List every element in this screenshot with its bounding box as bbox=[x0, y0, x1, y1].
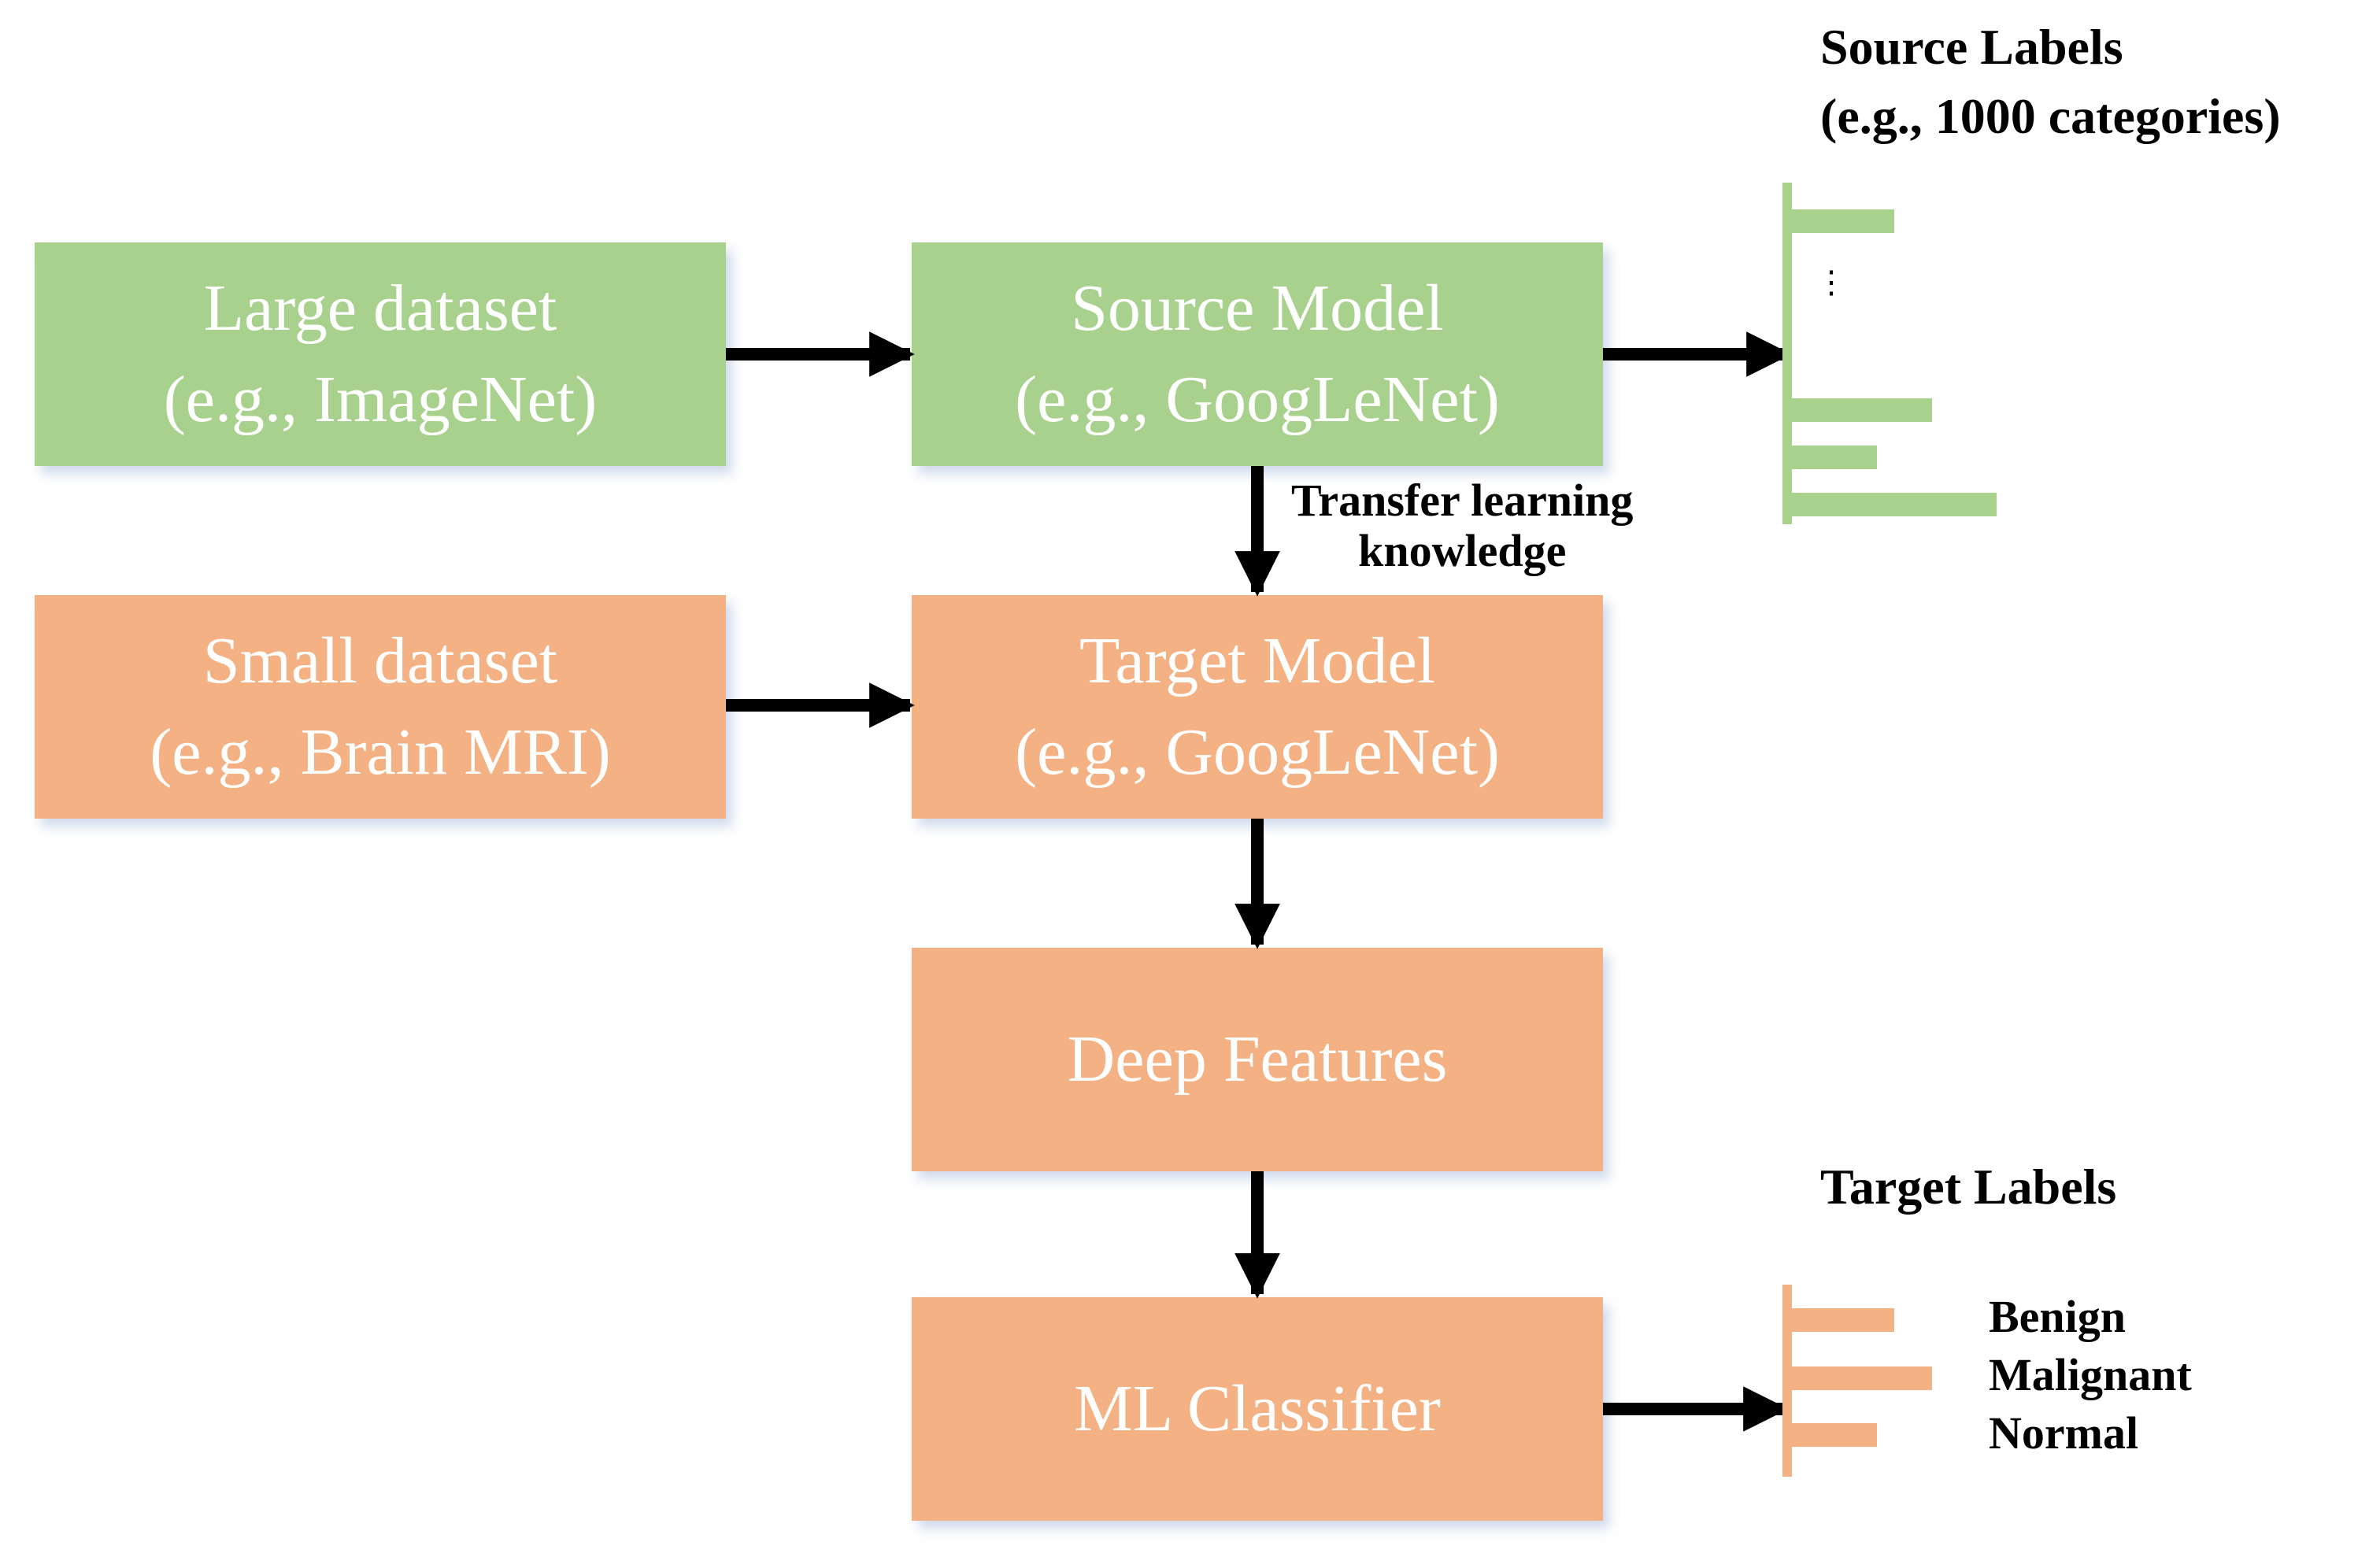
class-benign: Benign bbox=[1989, 1291, 2127, 1342]
small-dataset-example: (e.g., Brain MRI) bbox=[150, 716, 611, 789]
transfer-label-line2: knowledge bbox=[1358, 524, 1567, 576]
source-labels-heading: Source Labels (e.g., 1000 categories) bbox=[1820, 13, 2281, 152]
source-model-title: Source Model bbox=[1071, 272, 1444, 346]
source-labels-ellipsis: ⋮ bbox=[1816, 267, 1847, 298]
transfer-learning-label: Transfer learning knowledge bbox=[1291, 475, 1633, 576]
deep-features-title: Deep Features bbox=[1067, 1023, 1448, 1096]
source-bar-2 bbox=[1787, 398, 1932, 422]
target-model-box: Target Model (e.g., GoogLeNet) bbox=[912, 595, 1603, 819]
source-labels-subtitle: (e.g., 1000 categories) bbox=[1820, 88, 2281, 145]
small-dataset-box: Small dataset (e.g., Brain MRI) bbox=[35, 595, 726, 819]
deep-features-box: Deep Features bbox=[912, 948, 1603, 1171]
large-dataset-box: Large dataset (e.g., ImageNet) bbox=[35, 242, 726, 466]
transfer-label-line1: Transfer learning bbox=[1291, 475, 1634, 526]
source-bar-1 bbox=[1787, 209, 1894, 233]
source-bar-4 bbox=[1787, 493, 1997, 516]
target-model-example: (e.g., GoogLeNet) bbox=[1015, 716, 1500, 789]
source-model-box: Source Model (e.g., GoogLeNet) bbox=[912, 242, 1603, 466]
source-bar-axis bbox=[1782, 183, 1792, 524]
target-class-list: Benign Malignant Normal bbox=[1989, 1288, 2192, 1463]
target-labels-title: Target Labels bbox=[1820, 1159, 2117, 1215]
ml-classifier-box: ML Classifier bbox=[912, 1297, 1603, 1521]
target-bar-axis bbox=[1782, 1285, 1792, 1477]
ellipsis-icon: ⋮ bbox=[1816, 264, 1847, 300]
target-bar-benign bbox=[1787, 1308, 1894, 1332]
class-malignant: Malignant bbox=[1989, 1349, 2192, 1401]
source-labels-title: Source Labels bbox=[1820, 19, 2123, 75]
target-bar-normal bbox=[1787, 1423, 1877, 1447]
large-dataset-example: (e.g., ImageNet) bbox=[163, 363, 598, 436]
class-normal: Normal bbox=[1989, 1407, 2139, 1459]
target-label-bars bbox=[1782, 1285, 1932, 1477]
target-model-title: Target Model bbox=[1079, 624, 1436, 698]
large-dataset-title: Large dataset bbox=[203, 272, 557, 346]
source-model-example: (e.g., GoogLeNet) bbox=[1015, 363, 1500, 436]
small-dataset-title: Small dataset bbox=[202, 624, 558, 698]
source-label-bars bbox=[1782, 183, 1997, 524]
target-bar-malignant bbox=[1787, 1366, 1932, 1390]
source-bar-3 bbox=[1787, 446, 1877, 469]
ml-classifier-title: ML Classifier bbox=[1074, 1372, 1441, 1446]
target-labels-heading: Target Labels bbox=[1820, 1152, 2116, 1222]
